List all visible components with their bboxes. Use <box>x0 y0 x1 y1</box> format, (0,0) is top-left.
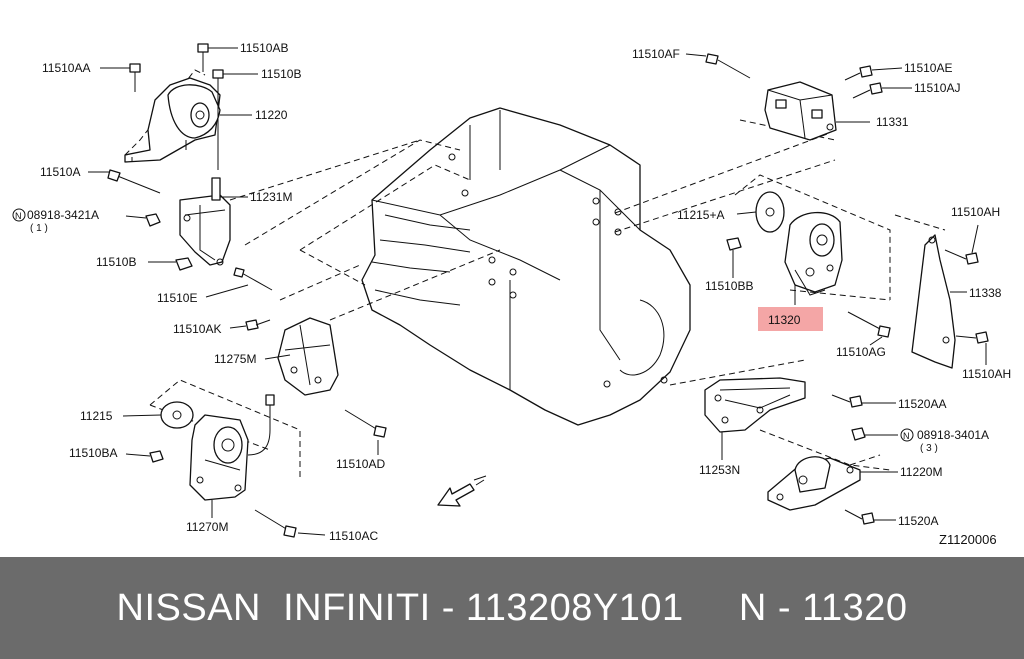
label-11510B-top[interactable]: 11510B <box>261 67 301 81</box>
bolt-11520AA <box>831 394 863 408</box>
label-11510AD[interactable]: 11510AD <box>336 457 385 471</box>
bolt-11510AF <box>705 53 751 79</box>
footer-bar: NISSAN INFINITI - 113208Y101 N - 11320 <box>0 557 1024 659</box>
bolt-11510AB <box>197 43 209 72</box>
highlighted-part-box <box>758 307 823 331</box>
label-11253N[interactable]: 11253N <box>699 463 740 477</box>
label-11510AB[interactable]: 11510AB <box>240 41 289 55</box>
plate-11338 <box>911 234 956 369</box>
label-11231M[interactable]: 11231M <box>250 190 292 204</box>
label-11331[interactable]: 11331 <box>876 115 909 129</box>
label-11510E[interactable]: 11510E <box>157 291 197 305</box>
engine-mount-11220 <box>124 69 221 163</box>
bolt-11510A <box>107 169 161 194</box>
bracket-11275M <box>277 317 339 396</box>
engine-mount-11220M <box>767 456 861 511</box>
label-08918-3421A[interactable]: 08918-3421A <box>27 208 99 222</box>
nut-08918-3401A <box>851 427 866 441</box>
insulator-11215 <box>160 401 194 429</box>
label-11510AF[interactable]: 11510AF <box>632 47 680 61</box>
label-11510AA[interactable]: 11510AA <box>42 61 91 75</box>
bolt-11510AA <box>129 63 141 92</box>
bolt-11510E <box>233 267 273 291</box>
label-11510A[interactable]: 11510A <box>40 165 80 179</box>
label-11215A[interactable]: 11215+A <box>677 208 725 222</box>
n-symbol-icon <box>12 208 26 222</box>
label-11510BB[interactable]: 11510BB <box>705 279 754 293</box>
label-08918-3401A[interactable]: 08918-3401A <box>917 428 989 442</box>
engine-mount-11270M <box>189 394 275 501</box>
label-11275M[interactable]: 11275M <box>214 352 256 366</box>
label-11510AG[interactable]: 11510AG <box>836 345 886 359</box>
label-11215[interactable]: 11215 <box>80 409 113 423</box>
parts-diagram-canvas: 11510AB 11510AA 11510B 11220 11510A 1123… <box>12 41 1012 547</box>
bracket-11231M <box>179 177 231 266</box>
bolt-11510AC <box>254 509 297 538</box>
nut-11510BA <box>149 450 164 463</box>
front-arrow-icon <box>437 475 487 507</box>
label-11520A[interactable]: 11520A <box>898 514 938 528</box>
diagram-code: Z1120006 <box>939 532 997 547</box>
label-11510AJ[interactable]: 11510AJ <box>914 81 960 95</box>
bracket-11253N <box>704 377 806 433</box>
n-symbol-icon-2 <box>900 428 914 442</box>
label-11520AA[interactable]: 11520AA <box>898 397 947 411</box>
bolt-11510AH-bottom <box>955 331 989 344</box>
bracket-11331 <box>764 81 837 141</box>
label-11270M[interactable]: 11270M <box>186 520 228 534</box>
label-08918-3401A-qty: ( 3 ) <box>920 443 938 454</box>
engine-block <box>361 107 691 426</box>
label-11220[interactable]: 11220 <box>255 108 288 122</box>
label-11320[interactable]: 11320 <box>768 313 801 327</box>
label-11510B[interactable]: 11510B <box>96 255 136 269</box>
n-symbol-text: N <box>15 211 22 221</box>
leader-lines <box>88 47 987 536</box>
label-11220M[interactable]: 11220M <box>900 465 942 479</box>
bolt-11510AJ <box>852 82 883 99</box>
nut-08918-3421A <box>145 213 161 227</box>
label-11510AH-bottom[interactable]: 11510AH <box>962 367 1011 381</box>
bolt-11510AH-top <box>944 249 979 265</box>
label-11510BA[interactable]: 11510BA <box>69 446 118 460</box>
bolt-11510AK <box>245 319 271 331</box>
label-11510AK[interactable]: 11510AK <box>173 322 222 336</box>
engine-mount-11320 <box>784 211 843 296</box>
label-11338[interactable]: 11338 <box>969 286 1002 300</box>
bolt-11510AD <box>344 409 387 438</box>
nut-11510B-top <box>212 69 224 170</box>
label-11510AC[interactable]: 11510AC <box>329 529 378 543</box>
insulator-11215A <box>755 191 785 233</box>
bolt-11510AE <box>844 65 873 81</box>
footer-part-number: NISSAN INFINITI - 113208Y101 N - 11320 <box>116 586 908 629</box>
label-08918-3421A-qty: ( 1 ) <box>30 223 48 234</box>
nut-11510BB <box>726 237 742 251</box>
bolt-11520A <box>844 509 875 525</box>
n-symbol-text-2: N <box>903 431 910 441</box>
label-11510AH-top[interactable]: 11510AH <box>951 205 1000 219</box>
bolt-11510AG <box>847 311 891 338</box>
part-labels: 11510AB 11510AA 11510B 11220 11510A 1123… <box>12 41 1011 547</box>
nut-11510B <box>175 257 193 271</box>
parts-diagram: 11510AB 11510AA 11510B 11220 11510A 1123… <box>12 41 1011 547</box>
label-11510AE[interactable]: 11510AE <box>904 61 953 75</box>
